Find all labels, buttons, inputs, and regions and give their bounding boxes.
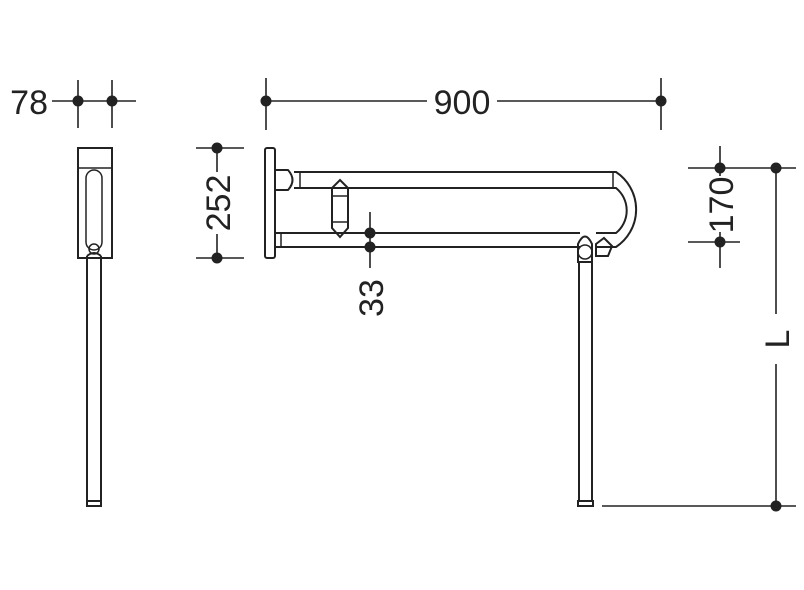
side-rail-loop	[85, 169, 103, 251]
side-leg-foot	[86, 500, 102, 507]
roll-holder	[331, 178, 349, 239]
dimension-33: 33	[353, 212, 391, 317]
upper-mount	[274, 169, 294, 191]
dimension-170-label: 170	[703, 177, 741, 234]
dimension-78-label: 78	[10, 84, 48, 122]
front-view: 900 252	[196, 78, 797, 512]
dimension-252-label: 252	[200, 175, 238, 232]
dimension-900-label: 900	[434, 84, 491, 122]
dimension-252: 252	[196, 142, 244, 264]
grab-rail	[275, 171, 638, 248]
dimension-L: L	[602, 162, 797, 512]
support-hinge	[577, 235, 614, 263]
dimension-33-label: 33	[353, 279, 391, 317]
wall-plate	[264, 147, 276, 259]
dimension-170: 170	[688, 146, 796, 268]
side-wall-plate	[77, 147, 113, 259]
side-view: 78	[10, 80, 136, 507]
dimension-78: 78	[10, 80, 136, 128]
support-leg	[577, 262, 594, 507]
dimension-L-label: L	[759, 330, 797, 349]
dimension-900: 900	[260, 78, 667, 130]
